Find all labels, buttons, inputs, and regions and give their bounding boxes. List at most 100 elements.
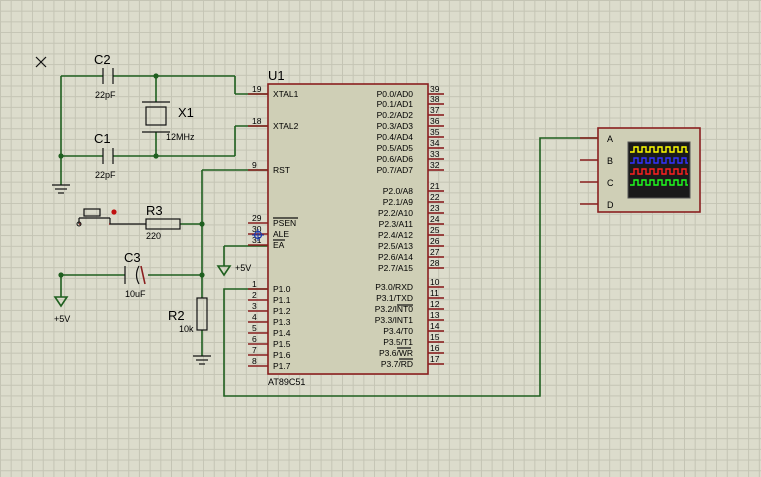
junction-dot: [153, 153, 159, 159]
pin-name: P3.1/TXD: [376, 293, 413, 303]
pin-number: 7: [252, 345, 257, 355]
vcc-mid-label: +5V: [235, 263, 251, 273]
pin-name: P3.6/WR: [379, 348, 413, 358]
pin-name: P0.2/AD2: [377, 110, 414, 120]
c2-value: 22pF: [95, 90, 116, 100]
oscilloscope[interactable]: A B C D: [580, 127, 701, 213]
pin-name: XTAL2: [273, 121, 299, 131]
junction-dot: [58, 272, 64, 278]
scope-channel-label: A: [607, 134, 613, 144]
pin-number: 38: [430, 94, 440, 104]
pin-number: 9: [252, 160, 257, 170]
pin-number: 39: [430, 84, 440, 94]
pin-number: 5: [252, 323, 257, 333]
c1-ref: C1: [94, 131, 111, 146]
cross-marker-icon: [35, 56, 47, 68]
pin-number: 33: [430, 149, 440, 159]
pin-name: P3.0/RXD: [375, 282, 413, 292]
pin-number: 16: [430, 343, 440, 353]
pin-name: P3.4/T0: [383, 326, 413, 336]
pin-name: P1.4: [273, 328, 291, 338]
switch-actuator-icon: [111, 209, 117, 215]
pin-name: P0.4/AD4: [377, 132, 414, 142]
c1-value: 22pF: [95, 170, 116, 180]
pin-number: 36: [430, 116, 440, 126]
scope-trace-d: [630, 179, 688, 186]
scope-trace-b: [630, 157, 688, 164]
r2-ref: R2: [168, 308, 185, 323]
pin-name: P1.1: [273, 295, 291, 305]
pin-number: 19: [252, 84, 262, 94]
c3-ref: C3: [124, 250, 141, 265]
pin-number: 14: [430, 321, 440, 331]
probe-marker-icon: [252, 229, 264, 241]
crystal-x1[interactable]: X1 12MHz: [142, 101, 195, 142]
pin-name: P1.7: [273, 361, 291, 371]
pin-name: P3.3/INT1: [375, 315, 414, 325]
junction-dot: [199, 272, 205, 278]
pin-name: P2.3/A11: [379, 219, 414, 229]
pin-name: ALE: [273, 229, 289, 239]
scope-channel-label: D: [607, 200, 614, 210]
pin-name: P2.2/A10: [378, 208, 413, 218]
pin-name: P2.1/A9: [383, 197, 414, 207]
pin-name: P2.7/A15: [378, 263, 413, 273]
pin-number: 23: [430, 203, 440, 213]
pin-number: 26: [430, 236, 440, 246]
pin-number: 35: [430, 127, 440, 137]
pin-name: P2.0/A8: [383, 186, 414, 196]
ground-symbol-icon: [52, 184, 70, 194]
pin-name: P0.7/AD7: [377, 165, 414, 175]
pin-name: P1.5: [273, 339, 291, 349]
pin-number: 3: [252, 301, 257, 311]
junction-dot: [58, 153, 64, 159]
pin-number: 6: [252, 334, 257, 344]
pin-number: 28: [430, 258, 440, 268]
pin-name: P0.6/AD6: [377, 154, 414, 164]
scope-channel-label: B: [607, 156, 613, 166]
crystal-network-wires: [60, 75, 268, 185]
capacitor-c3[interactable]: C3 10uF: [124, 250, 146, 299]
pin-name: PSEN: [273, 218, 296, 228]
resistor-r3[interactable]: R3 220: [145, 203, 181, 241]
scope-trace-a: [630, 146, 688, 153]
capacitor-c2[interactable]: C2 22pF: [94, 52, 116, 100]
reset-pushbutton[interactable]: [76, 208, 146, 227]
scope-channel-pins: A B C D: [580, 134, 614, 210]
r2-value: 10k: [179, 324, 194, 334]
x1-value: 12MHz: [166, 132, 195, 142]
pin-number: 34: [430, 138, 440, 148]
pin-name: RST: [273, 165, 290, 175]
chip-ref: U1: [268, 68, 285, 83]
pin-name: P1.0: [273, 284, 291, 294]
pin-name: P2.4/A12: [378, 230, 413, 240]
pin-number: 30: [252, 224, 262, 234]
pin-name: P1.3: [273, 317, 291, 327]
pin-name: P0.1/AD1: [377, 99, 414, 109]
capacitor-c1[interactable]: C1 22pF: [94, 131, 116, 180]
pin-number: 31: [252, 235, 262, 245]
pin-number: 32: [430, 160, 440, 170]
pin-number: 15: [430, 332, 440, 342]
pin-number: 37: [430, 105, 440, 115]
pin-name: P0.0/AD0: [377, 89, 414, 99]
junction-dot: [199, 221, 205, 227]
pin-number: 11: [430, 288, 439, 298]
scope-trace-c: [630, 168, 688, 175]
resistor-r2[interactable]: R2 10k: [168, 297, 208, 334]
pin-name: P3.5/T1: [383, 337, 413, 347]
pin-number: 17: [430, 354, 440, 364]
scope-traces: [630, 146, 688, 186]
pin-name: P0.3/AD3: [377, 121, 414, 131]
pin-number: 27: [430, 247, 440, 257]
ground-symbol-icon: [193, 355, 211, 365]
chip-part: AT89C51: [268, 377, 305, 387]
pin-name: P3.7/RD: [381, 359, 413, 369]
scope-channel-label: C: [607, 178, 614, 188]
pin-number: 29: [252, 213, 262, 223]
pin-number: 25: [430, 225, 440, 235]
